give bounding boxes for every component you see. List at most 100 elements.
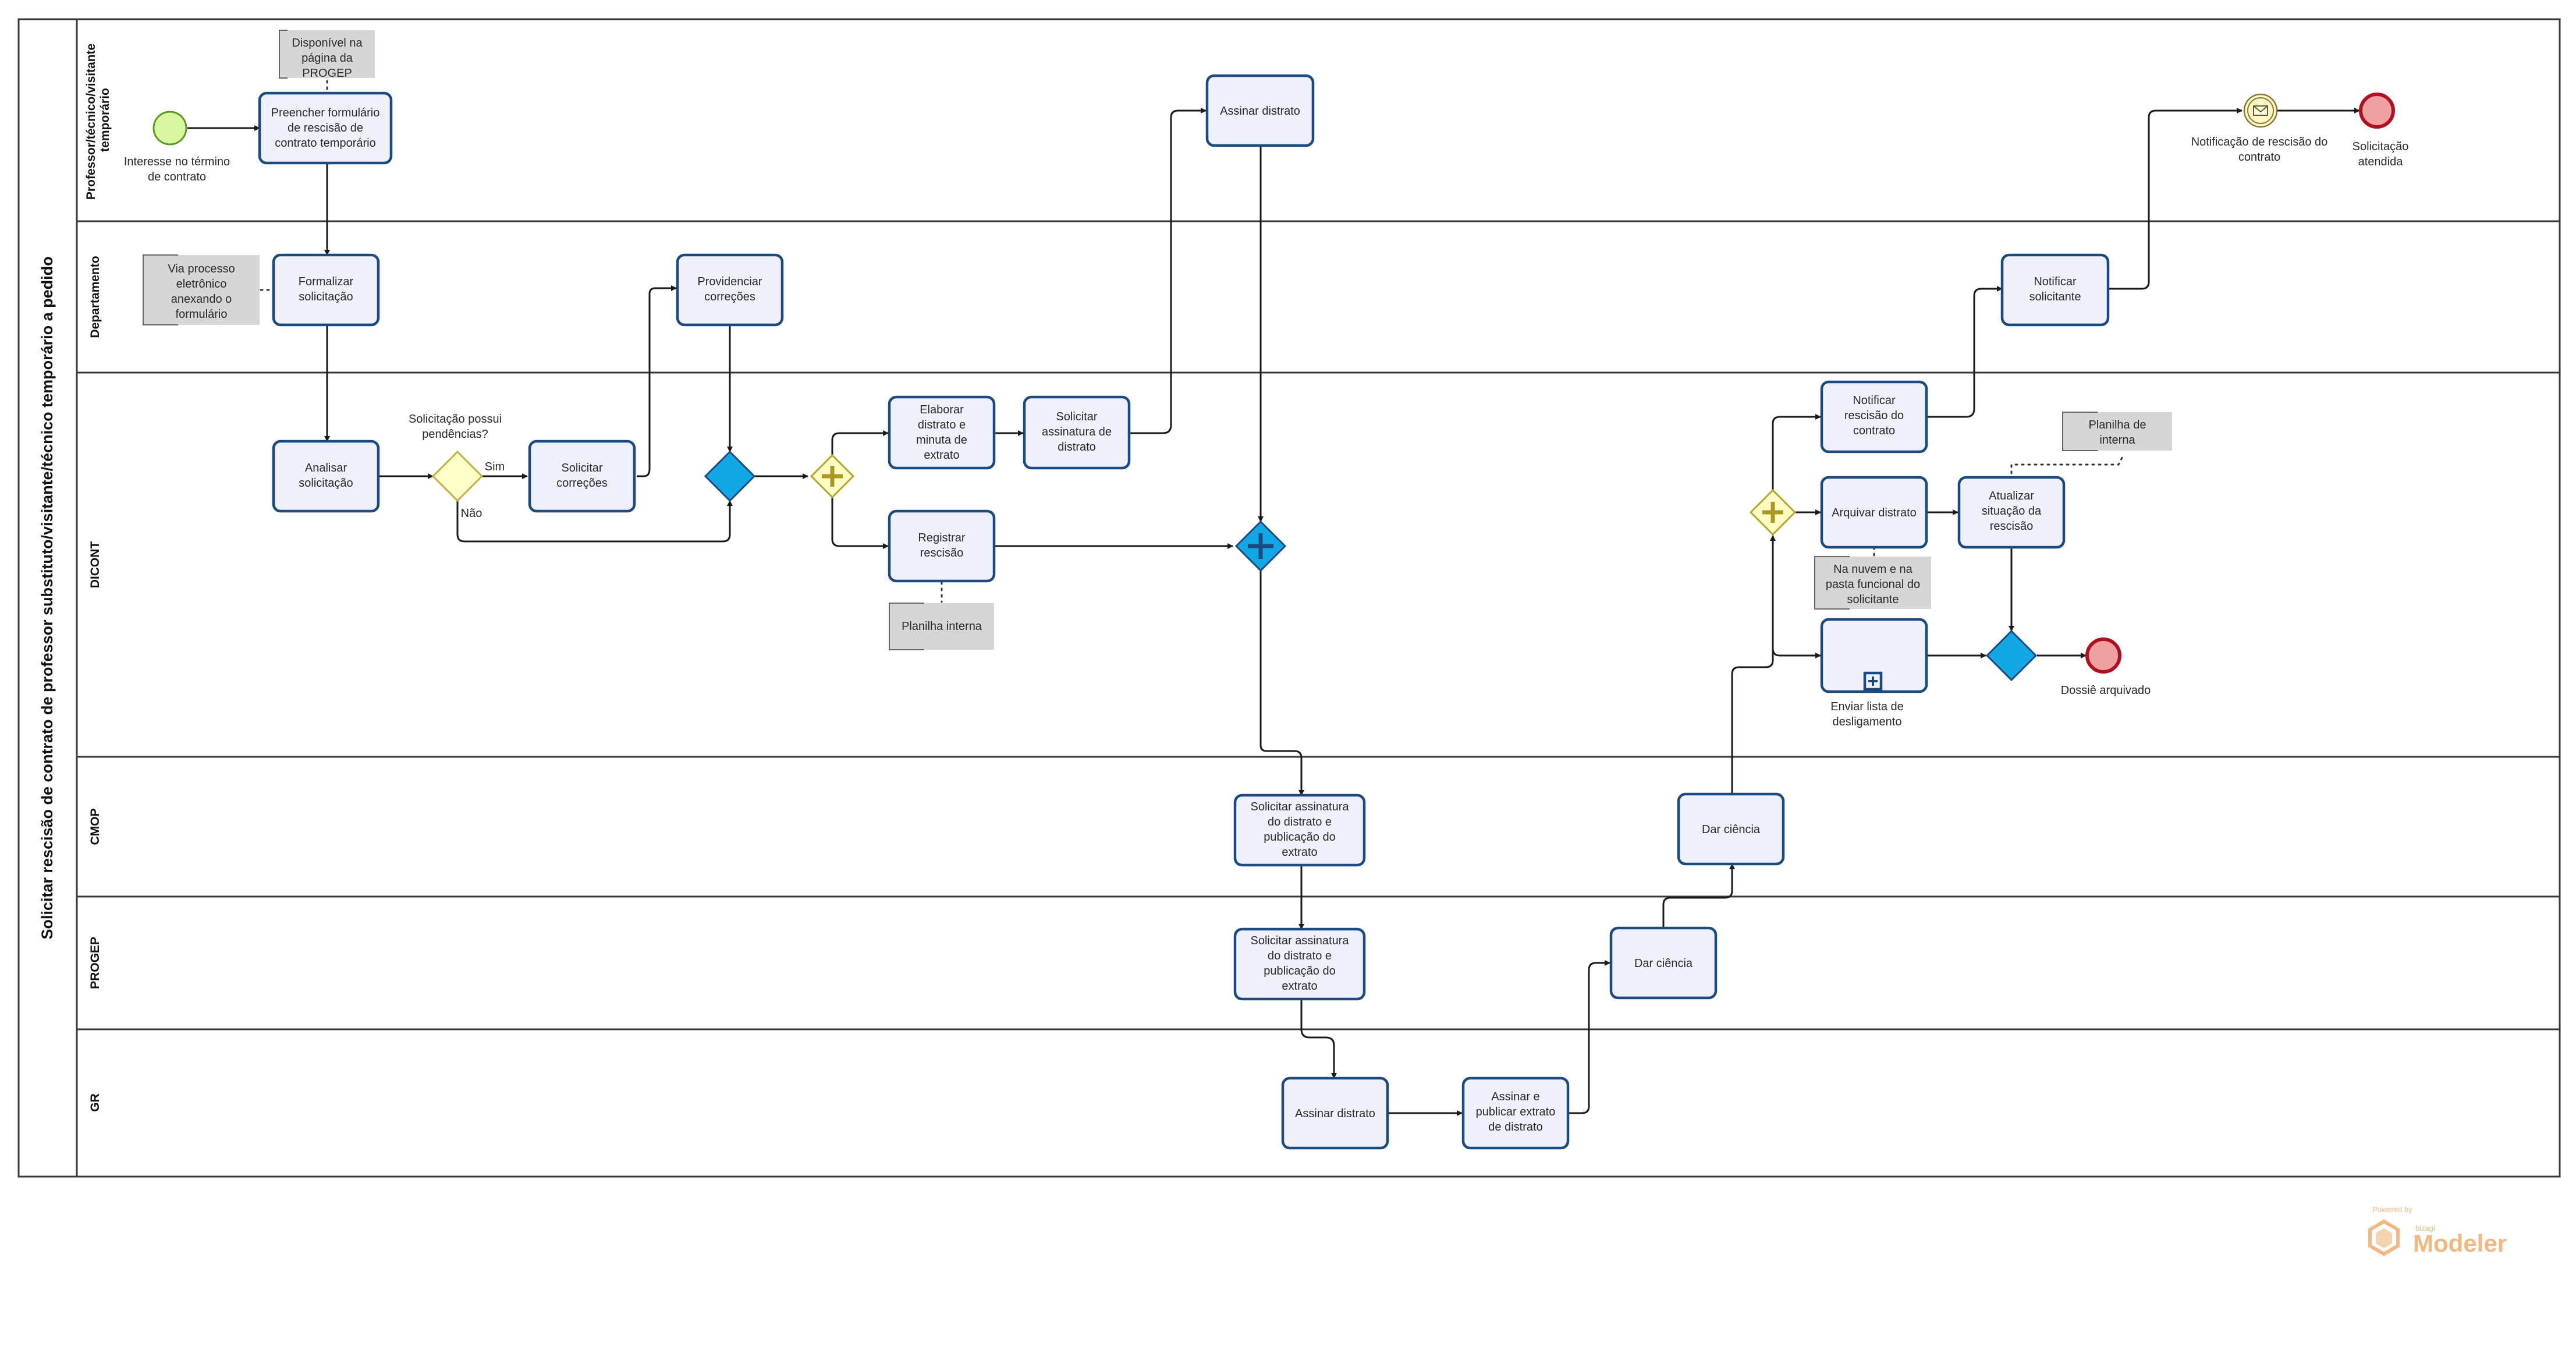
flow-join-to-cmop	[1259, 571, 1304, 796]
svg-text:Assinar distrato: Assinar distrato	[1220, 105, 1300, 118]
task-progep-dar-ciencia[interactable]: Dar ciência	[1609, 926, 1718, 1000]
svg-text:Dar ciência: Dar ciência	[1634, 957, 1693, 970]
message-event-notificacao[interactable]	[2243, 93, 2278, 128]
gateway-parallel-split-1[interactable]	[810, 454, 855, 499]
pool: Solicitar rescisão de contrato de profes…	[17, 18, 2561, 1178]
flow-parallel-to-elaborar	[831, 430, 889, 456]
parallel-plus-icon	[1762, 502, 1783, 523]
task-arquivar-distrato[interactable]: Arquivar distrato	[1820, 476, 1928, 549]
end-event-dossie-label: Dossiê arquivado	[2061, 684, 2151, 697]
flow-notificar-rescisao-to-solicitante	[1928, 286, 2003, 418]
task-gr-assinar-distrato[interactable]: Assinar distrato	[1281, 1076, 1389, 1150]
lane-title-departamento: Departamento	[88, 256, 102, 338]
company-text: bizagi	[2415, 1224, 2435, 1232]
product-text: Modeler	[2413, 1230, 2507, 1257]
label-sim: Sim	[485, 461, 505, 473]
end-event-dossie-arquivado[interactable]	[2085, 637, 2121, 674]
flow-ciencia-to-parallel	[1731, 535, 1776, 794]
flow-parallel-to-registrar	[831, 496, 889, 549]
svg-text:Assinar distrato: Assinar distrato	[1295, 1107, 1375, 1120]
lane-title-professor: Professor/técnico/visitante temporário	[84, 40, 112, 200]
gateway-parallel-join-blue[interactable]	[1234, 520, 1287, 572]
association-planilha-2	[2010, 456, 2123, 481]
gateway-merge-final[interactable]	[1985, 629, 2038, 682]
end-event-solicitacao-atendida[interactable]	[2359, 93, 2395, 129]
task-assinar-distrato-professor[interactable]: Assinar distrato	[1205, 74, 1315, 147]
annotation-planilha-interna-1: Planilha interna	[889, 603, 994, 650]
start-event[interactable]	[152, 111, 187, 146]
flow-progep-ciencia-to-cmop-ciencia	[1662, 863, 1735, 928]
svg-text:Arquivar distrato: Arquivar distrato	[1832, 506, 1917, 519]
lane-title-gr: GR	[88, 1093, 102, 1112]
plus-icon	[1868, 676, 1878, 686]
flow-progep-to-gr	[1300, 999, 1337, 1079]
bizagi-logo-icon	[2368, 1219, 2400, 1256]
label-nao: Não	[461, 507, 482, 520]
pool-title: Solicitar rescisão de contrato de profes…	[38, 256, 56, 939]
flow-gateway-nao	[456, 500, 733, 543]
envelope-icon	[2253, 105, 2268, 116]
gateway-merge-correcoes[interactable]	[704, 450, 756, 502]
parallel-plus-icon	[1248, 533, 1273, 559]
lane-title-dicont: DICONT	[88, 541, 102, 589]
task-cmop-dar-ciencia[interactable]: Dar ciência	[1677, 792, 1785, 866]
svg-text:Planilha interna: Planilha interna	[902, 620, 982, 633]
flow-correcoes-to-providenciar	[637, 285, 677, 477]
flow-parallel-to-enviar	[1772, 536, 1821, 658]
flow-solicitante-to-message	[2109, 108, 2243, 290]
associations	[260, 73, 2123, 603]
pool-border	[17, 18, 2561, 1178]
flow-parallel-to-notificar	[1772, 414, 1821, 490]
parallel-plus-icon	[822, 466, 843, 487]
gateway-pendencias[interactable]	[431, 450, 484, 502]
powered-by-text: Powered by	[2372, 1205, 2412, 1214]
lane-title-progep: PROGEP	[88, 937, 102, 989]
lane-title-cmop: CMOP	[88, 809, 102, 845]
flow-publicar-to-ciencia	[1568, 960, 1610, 1114]
sequence-flows	[187, 108, 2360, 1116]
gateway-parallel-split-2[interactable]	[1749, 488, 1797, 536]
flow-solicitar-to-assinar	[1130, 108, 1207, 434]
